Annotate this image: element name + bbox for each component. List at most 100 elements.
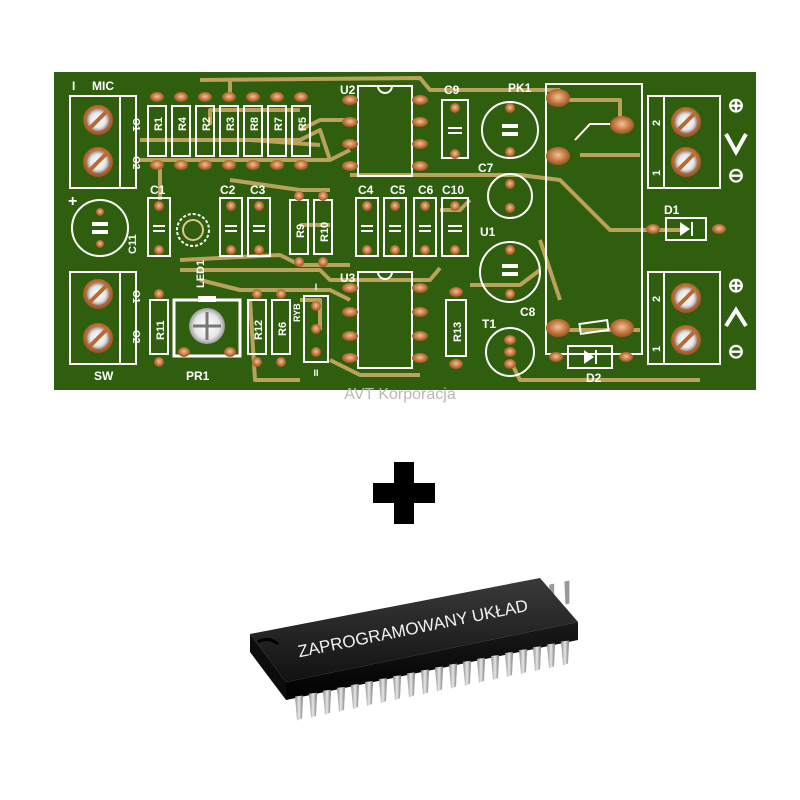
label-d1: D1 <box>664 203 680 217</box>
label-out2-one: 1 <box>651 346 663 352</box>
chip-body-front <box>286 622 578 700</box>
chip-pin <box>295 695 303 721</box>
label-r6: R6 <box>277 322 289 336</box>
label-c1: C1 <box>150 183 166 197</box>
chip-pin <box>564 580 570 605</box>
output2-terminal-block <box>647 271 748 365</box>
pk1-pads <box>546 89 634 337</box>
t1-transistor <box>485 327 535 377</box>
chip-pin <box>547 643 555 669</box>
label-c11: C11 <box>127 234 139 254</box>
label-r4: R4 <box>177 116 189 131</box>
chip-pin <box>407 672 415 698</box>
chip-pin <box>491 654 499 680</box>
label-mic-o2: O2 <box>130 156 141 170</box>
label-pk1: PK1 <box>508 81 532 95</box>
d2-diode <box>549 345 633 369</box>
u2-ic-footprint <box>342 85 428 177</box>
label-sw-o2: O2 <box>130 330 141 344</box>
label-r2: R2 <box>201 117 213 131</box>
chip-pin <box>435 666 443 692</box>
chip-pin <box>449 663 457 689</box>
label-c6: C6 <box>418 183 434 197</box>
label-r9: R9 <box>295 224 307 238</box>
label-d2: D2 <box>586 371 602 385</box>
label-r1: R1 <box>153 117 165 131</box>
capacitors-left <box>147 197 271 257</box>
plus-icon <box>373 462 435 524</box>
chip-notch <box>257 637 279 646</box>
chip-pin <box>477 657 485 683</box>
label-c8: C8 <box>520 305 536 319</box>
ryb-jumper <box>303 295 329 363</box>
chip-pin <box>365 681 373 707</box>
chip-pin <box>505 652 513 678</box>
watermark-text: AVT Korporacja <box>344 386 456 403</box>
mic-terminal-block <box>69 95 137 189</box>
c11-capacitor <box>71 199 129 257</box>
minus-circle-icon: ⊖ <box>728 341 745 363</box>
label-mic: MIC <box>92 79 114 93</box>
chip-pin <box>561 640 569 666</box>
chip-pin <box>393 675 401 701</box>
label-c4: C4 <box>358 183 374 197</box>
label-sw: SW <box>94 369 114 383</box>
output1-terminal-block <box>647 95 748 189</box>
label-i-jumper: I <box>315 282 318 292</box>
label-c10: C10 <box>442 183 464 197</box>
label-c5: C5 <box>390 183 406 197</box>
chip-pin <box>309 692 317 718</box>
label-out1-two: 2 <box>651 120 663 126</box>
chip-body-top <box>250 578 578 682</box>
label-led1: LED1 <box>195 260 207 288</box>
label-r12: R12 <box>253 320 265 340</box>
c9-footprint <box>441 99 469 159</box>
label-c9: C9 <box>444 83 460 97</box>
label-r3: R3 <box>225 117 237 131</box>
label-c7: C7 <box>478 161 494 175</box>
label-out2-two: 2 <box>651 296 663 302</box>
label-r8: R8 <box>249 117 261 131</box>
plus-circle-icon: ⊕ <box>728 275 745 297</box>
resistor-pads-top <box>150 92 308 170</box>
label-pr1: PR1 <box>186 369 210 383</box>
r13-resistor <box>445 287 467 369</box>
chip-pin <box>351 683 359 709</box>
label-r11: R11 <box>155 320 167 340</box>
led1 <box>176 213 210 247</box>
chip-pin <box>519 649 527 675</box>
label-r5: R5 <box>297 117 309 131</box>
c7-capacitor <box>481 101 539 159</box>
minus-circle-icon: ⊖ <box>728 165 745 187</box>
d1-diode <box>646 217 726 241</box>
label-u3: U3 <box>340 271 356 285</box>
r9-r10-resistors <box>289 191 333 267</box>
chip-body-side <box>250 634 286 700</box>
capacitors-center <box>355 197 469 257</box>
chip-pin <box>463 660 471 686</box>
dip-chip-image: ZAPROGRAMOWANY UKŁAD <box>250 578 578 721</box>
chip-pin <box>533 646 541 672</box>
chip-pin <box>337 686 345 712</box>
relay-outline <box>545 83 643 355</box>
plus-circle-icon: ⊕ <box>728 95 745 117</box>
label-out1-one: 1 <box>651 170 663 176</box>
u3-ic-footprint <box>342 271 428 369</box>
label-r13: R13 <box>452 322 464 342</box>
capacitors-center-pads <box>362 201 460 255</box>
label-i-top: I <box>72 79 75 93</box>
chip-pin <box>323 689 331 715</box>
label-u1: U1 <box>480 225 496 239</box>
label-sw-o1: O1 <box>130 290 141 304</box>
pcb-board-image: I MIC SW + O1 O2 O1 O2 R1 R4 R2 R3 R8 R7… <box>54 72 756 390</box>
label-r10: R10 <box>319 222 331 242</box>
label-r7: R7 <box>273 117 285 131</box>
label-plus-left: + <box>68 193 77 210</box>
label-c2: C2 <box>220 183 236 197</box>
label-t1: T1 <box>482 317 496 331</box>
label-c3: C3 <box>250 183 266 197</box>
label-ryb: RYB <box>292 303 302 322</box>
r11-r12-r6-resistors <box>149 289 291 367</box>
u1-c8-area <box>479 173 541 303</box>
pr1-potentiometer <box>172 296 242 358</box>
